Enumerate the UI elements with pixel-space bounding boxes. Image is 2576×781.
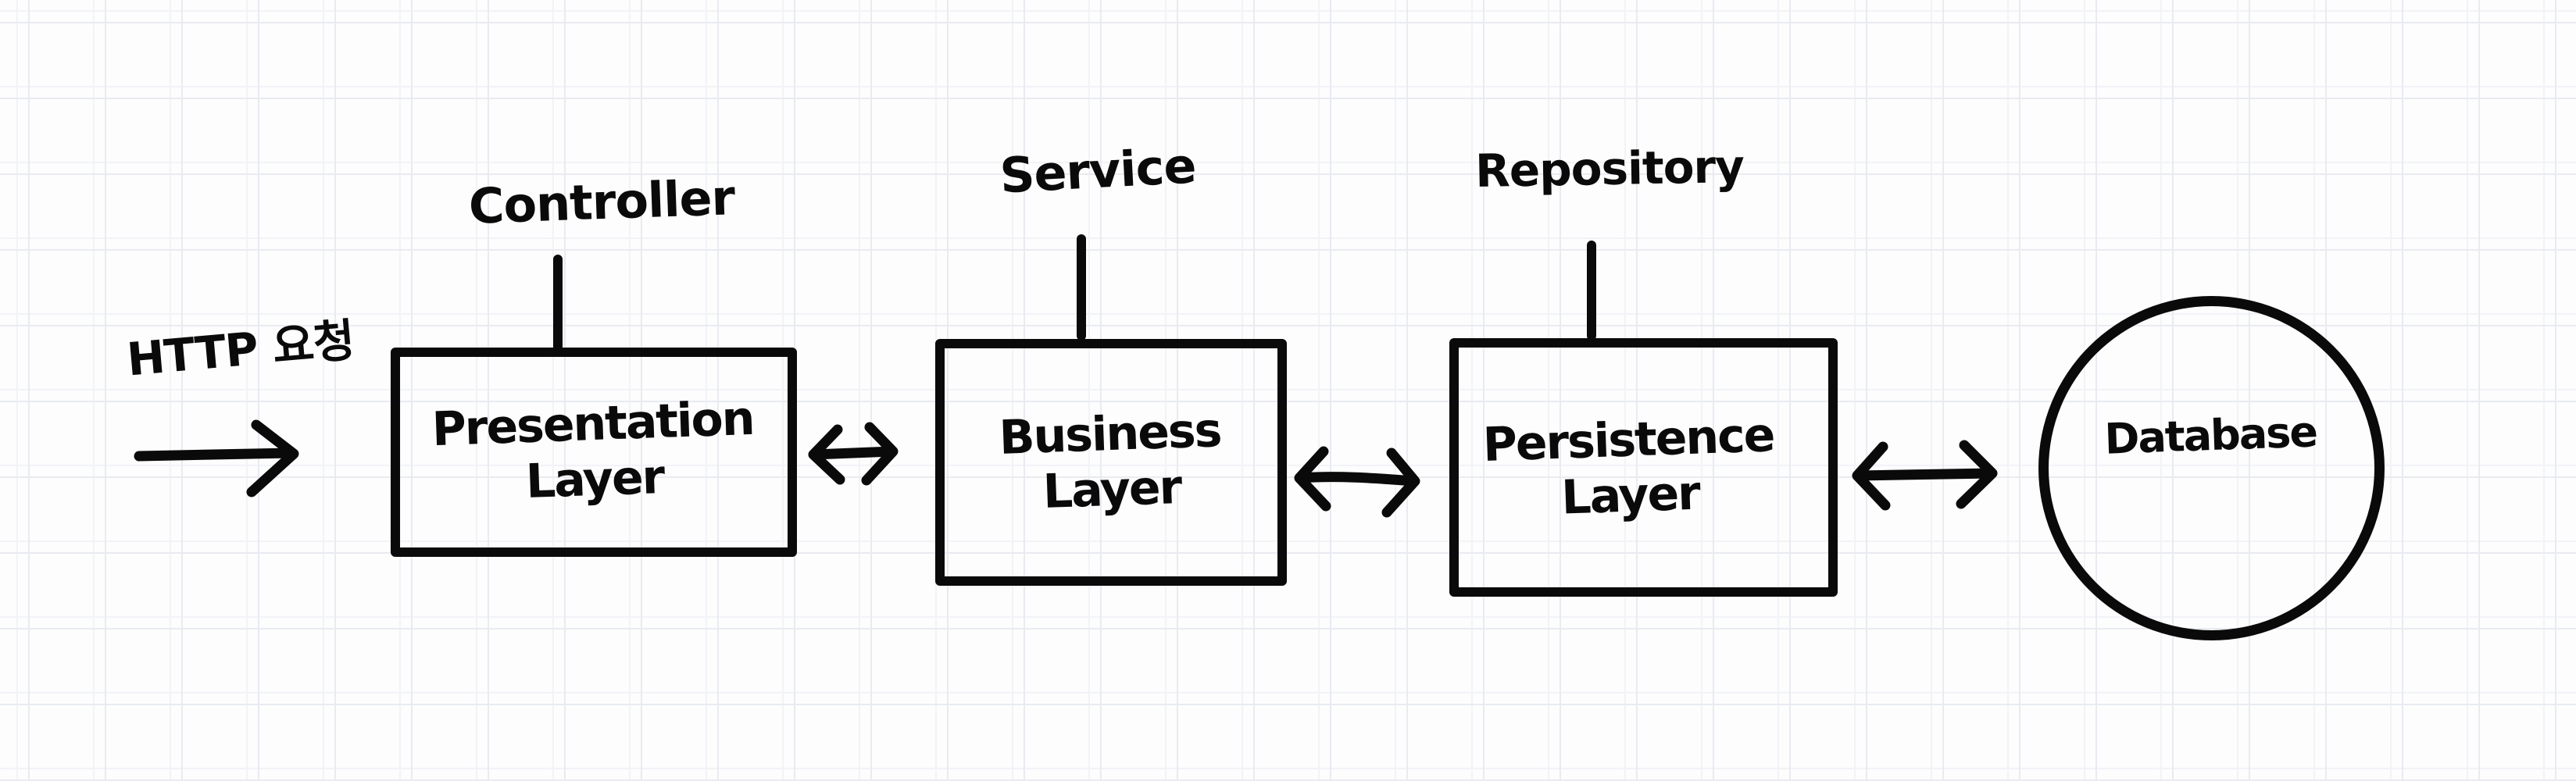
repository-label: Repository: [1474, 140, 1745, 198]
controller-connector-line: [553, 255, 563, 351]
presentation-layer-label-line2: Layer: [524, 449, 665, 510]
http-request-arrow-icon: [134, 419, 299, 497]
database-label: Database: [2103, 407, 2317, 464]
http-request-label: HTTP 요청: [124, 313, 357, 387]
business-layer-label-line2: Layer: [1041, 459, 1182, 520]
business-persistence-arrow-icon: [1294, 446, 1420, 518]
persistence-database-arrow-icon: [1852, 440, 1998, 511]
database-node: Database: [2038, 296, 2385, 640]
service-connector-line: [1077, 234, 1086, 341]
repository-connector-line: [1587, 241, 1596, 341]
persistence-layer-label-line2: Layer: [1560, 465, 1701, 526]
business-layer-label-line1: Business: [998, 403, 1222, 466]
presentation-business-arrow-icon: [808, 422, 899, 486]
presentation-layer-label-line1: Presentation: [431, 391, 755, 458]
persistence-layer-label-line1: Persistence: [1481, 407, 1775, 473]
business-layer-box: Business Layer: [935, 339, 1287, 586]
persistence-layer-box: Persistence Layer: [1449, 338, 1838, 597]
service-label: Service: [998, 137, 1198, 205]
presentation-layer-box: Presentation Layer: [391, 348, 797, 557]
controller-label: Controller: [467, 169, 736, 235]
